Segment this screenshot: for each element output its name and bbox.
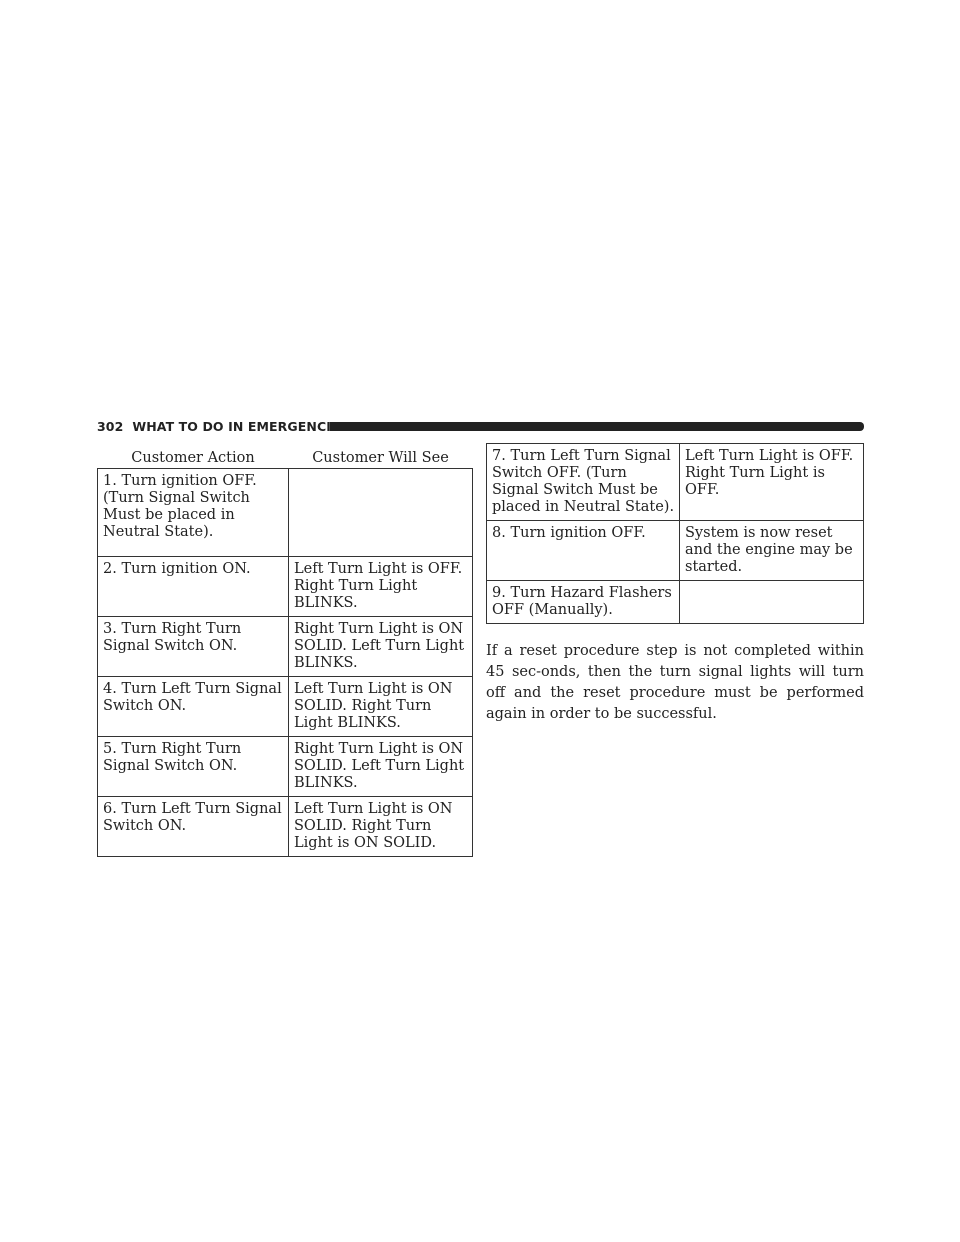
cell-action: 5. Turn Right Turn Signal Switch ON.: [97, 736, 289, 797]
table-row: 6. Turn Left Turn Signal Switch ON. Left…: [97, 796, 473, 857]
table-row: 5. Turn Right Turn Signal Switch ON. Rig…: [97, 736, 473, 797]
table-header-row: Customer Action Customer Will See: [97, 449, 473, 469]
page-header-text: 302 WHAT TO DO IN EMERGENCIES: [97, 419, 349, 435]
cell-see: Right Turn Light is ON SOLID. Left Turn …: [288, 736, 473, 797]
cell-action: 3. Turn Right Turn Signal Switch ON.: [97, 616, 289, 677]
cell-action: 8. Turn ignition OFF.: [486, 520, 680, 581]
cell-action: 4. Turn Left Turn Signal Switch ON.: [97, 676, 289, 737]
table-row: 7. Turn Left Turn Signal Switch OFF. (Tu…: [486, 443, 864, 521]
reset-timeout-note: If a reset procedure step is not complet…: [486, 642, 864, 722]
table-row: 1. Turn ignition OFF. (Turn Signal Switc…: [97, 468, 473, 557]
cell-see: Left Turn Light is ON SOLID. Right Turn …: [288, 796, 473, 857]
cell-action: 9. Turn Hazard Flashers OFF (Manually).: [486, 580, 680, 624]
table-row: 4. Turn Left Turn Signal Switch ON. Left…: [97, 676, 473, 737]
table-row: 2. Turn ignition ON. Left Turn Light is …: [97, 556, 473, 617]
cell-action: 7. Turn Left Turn Signal Switch OFF. (Tu…: [486, 443, 680, 521]
cell-see: Right Turn Light is ON SOLID. Left Turn …: [288, 616, 473, 677]
cell-see: [288, 468, 473, 557]
reset-procedure-table-right: 7. Turn Left Turn Signal Switch OFF. (Tu…: [486, 443, 864, 624]
header-rule: [330, 422, 864, 431]
table-row: 3. Turn Right Turn Signal Switch ON. Rig…: [97, 616, 473, 677]
reset-procedure-table-left: Customer Action Customer Will See 1. Tur…: [97, 449, 473, 857]
cell-see: System is now reset and the engine may b…: [679, 520, 864, 581]
column-header-action: Customer Action: [97, 449, 289, 469]
cell-see: [679, 580, 864, 624]
cell-see: Left Turn Light is OFF. Right Turn Light…: [288, 556, 473, 617]
cell-see: Left Turn Light is OFF. Right Turn Light…: [679, 443, 864, 521]
cell-action: 6. Turn Left Turn Signal Switch ON.: [97, 796, 289, 857]
section-title: WHAT TO DO IN EMERGENCIES: [132, 419, 349, 434]
cell-action: 1. Turn ignition OFF. (Turn Signal Switc…: [97, 468, 289, 557]
table-row: 9. Turn Hazard Flashers OFF (Manually).: [486, 580, 864, 624]
table-row: 8. Turn ignition OFF. System is now rese…: [486, 520, 864, 581]
cell-action: 2. Turn ignition ON.: [97, 556, 289, 617]
cell-see: Left Turn Light is ON SOLID. Right Turn …: [288, 676, 473, 737]
column-header-see: Customer Will See: [288, 449, 473, 469]
page-header: 302 WHAT TO DO IN EMERGENCIES: [97, 419, 864, 435]
page-number: 302: [97, 419, 124, 434]
